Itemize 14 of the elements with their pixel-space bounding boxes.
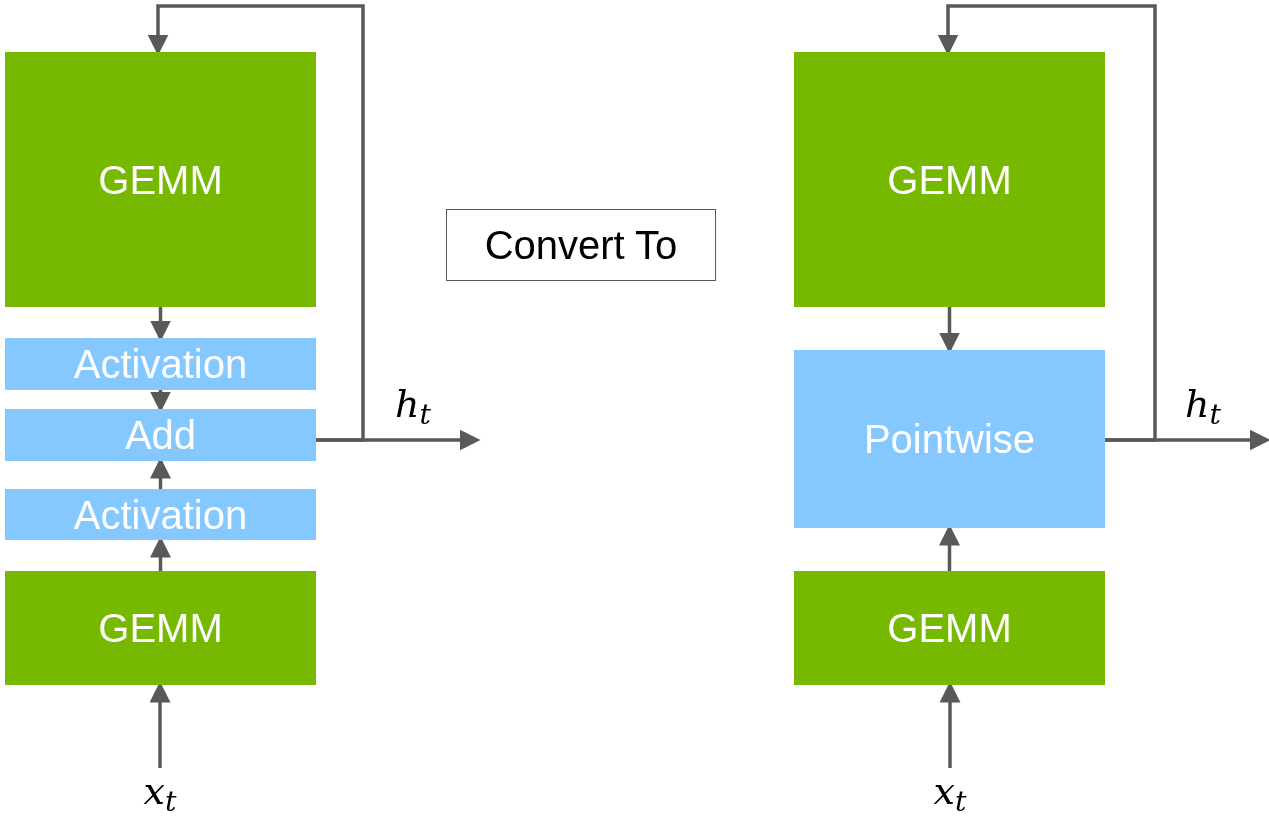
pointwise-box: Activation xyxy=(5,338,316,390)
input-variable: x$_{t}$ xyxy=(135,768,185,814)
gemm-box: GEMM xyxy=(794,52,1105,307)
input-variable: x$_{t}$ xyxy=(925,768,975,814)
gemm-box: GEMM xyxy=(5,52,316,307)
pointwise-box: Pointwise xyxy=(794,350,1105,528)
pointwise-box: Add xyxy=(5,409,316,461)
edge-label: h$_{t}$ xyxy=(1185,385,1221,423)
pointwise-box: Activation xyxy=(5,489,316,540)
arrow xyxy=(937,4,1157,442)
gemm-box: GEMM xyxy=(5,571,316,685)
convert-label-box: Convert To xyxy=(446,209,716,281)
gemm-box: GEMM xyxy=(794,571,1105,685)
edge-label: h$_{t}$ xyxy=(395,385,431,423)
